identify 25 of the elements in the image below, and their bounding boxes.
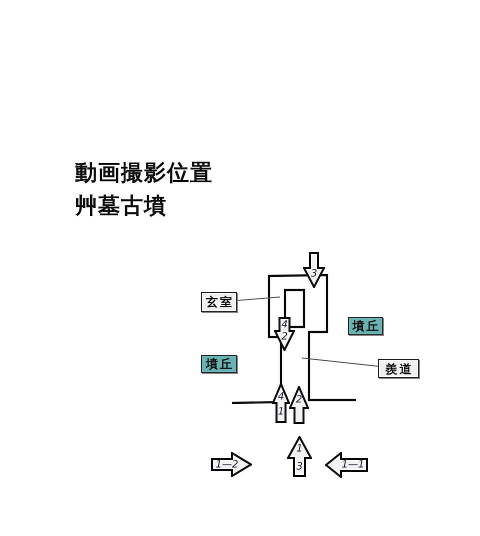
label-tag: 墳丘 xyxy=(201,355,237,373)
position-number: 1 xyxy=(296,444,303,454)
position-number: 1—1 xyxy=(342,460,364,470)
position-number: 1 xyxy=(278,406,284,418)
position-number: 2 xyxy=(296,394,302,406)
shot-position-marker xyxy=(211,452,252,477)
label-tag: 羨道 xyxy=(378,359,419,378)
position-number: 1—2 xyxy=(216,459,238,470)
position-number: 2 xyxy=(281,332,288,342)
position-number: 3 xyxy=(310,268,318,280)
shot-position-marker xyxy=(289,386,309,424)
shot-position-marker xyxy=(325,452,368,478)
title: 動画撮影位置 xyxy=(75,161,213,186)
shot-position-marker xyxy=(287,436,312,477)
subtitle: 艸墓古墳 xyxy=(75,194,167,219)
shot-position-marker xyxy=(303,252,325,288)
leader-line xyxy=(236,296,280,302)
label-tag: 墳丘 xyxy=(348,317,383,335)
position-number: 3 xyxy=(296,462,303,472)
position-number: 4 xyxy=(281,320,288,330)
position-number: 4 xyxy=(278,391,284,402)
shot-position-marker xyxy=(274,317,295,351)
label-tag: 玄室 xyxy=(201,292,237,312)
shot-position-marker xyxy=(272,383,290,423)
leader-line xyxy=(302,358,378,367)
